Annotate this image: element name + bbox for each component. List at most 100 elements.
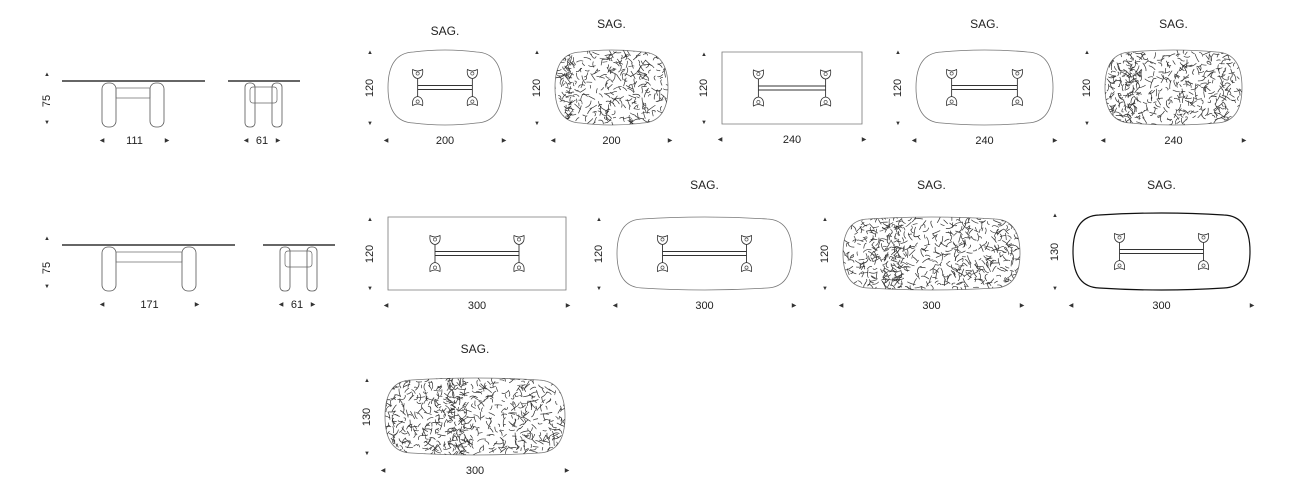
- leg-foot: [513, 262, 525, 273]
- foot-bolt: [756, 100, 761, 104]
- dim-arrow-left: ◀: [838, 303, 844, 309]
- foot-bolt: [744, 265, 749, 270]
- dim-arrow-left: ◀: [243, 138, 249, 144]
- foot-bolt: [1201, 263, 1206, 268]
- foot-bolt: [823, 72, 828, 76]
- dim-arrow-right: ▶: [667, 138, 673, 144]
- tabletop-outline: [1104, 49, 1243, 126]
- dim-arrow-left: ◀: [550, 138, 556, 144]
- height-dimension: 75: [41, 261, 53, 275]
- dim-arrow-right: ▶: [310, 302, 316, 308]
- foot-bolt: [517, 265, 521, 270]
- foot-bolt: [756, 72, 761, 76]
- dim-arrow-up: ▲: [534, 50, 540, 56]
- dim-arrow-left: ◀: [1100, 138, 1106, 144]
- dim-arrow-left: ◀: [1068, 303, 1074, 309]
- dim-arrow-left: ◀: [278, 302, 284, 308]
- stretcher-side: [284, 250, 313, 268]
- table-plan-shaped-dark: [1072, 212, 1251, 291]
- table-plan-shaped-marble: [1104, 49, 1243, 126]
- table-plan-shaped-marble: [554, 49, 669, 126]
- shaped-label: SAG.: [460, 342, 490, 356]
- table-plan-rectangular-plain: [387, 216, 567, 291]
- dim-arrow-down: ▼: [44, 120, 50, 126]
- length-dimension: 200: [602, 135, 621, 147]
- foot-bolt: [470, 99, 475, 104]
- depth-dimension: 120: [364, 78, 376, 97]
- dim-arrow-down: ▼: [822, 286, 828, 292]
- foot-bolt: [415, 71, 420, 76]
- leg-foot: [1113, 232, 1126, 243]
- dim-arrow-down: ▼: [534, 121, 540, 127]
- foot-bolt: [660, 237, 665, 242]
- table-plan-shaped-plain: [616, 216, 793, 291]
- dim-arrow-right: ▶: [564, 468, 570, 474]
- foot-bolt: [415, 99, 420, 104]
- leg-foot: [656, 262, 669, 273]
- dim-arrow-up: ▲: [364, 378, 370, 384]
- foot-bolt: [433, 237, 437, 242]
- length-dimension: 171: [140, 299, 159, 311]
- leg-foot: [752, 96, 764, 107]
- foot-bolt: [517, 237, 521, 242]
- foot-bolt: [1117, 263, 1122, 268]
- depth-dimension: 120: [593, 244, 605, 263]
- table-plan-shaped-plain: [915, 49, 1054, 126]
- leg-foot: [1197, 232, 1210, 243]
- shaped-label: SAG.: [1159, 17, 1188, 31]
- dim-arrow-right: ▶: [194, 302, 200, 308]
- stretcher-beam: [115, 251, 183, 263]
- leg-foot: [466, 96, 478, 107]
- dim-arrow-down: ▼: [1084, 121, 1090, 127]
- length-dimension: 200: [435, 135, 455, 147]
- foot-bolt: [470, 71, 475, 76]
- foot-bolt: [1015, 71, 1020, 76]
- tabletop-outline: [616, 216, 793, 291]
- depth-dimension: 120: [698, 78, 710, 98]
- dim-arrow-up: ▲: [1084, 50, 1090, 56]
- dim-arrow-up: ▲: [44, 72, 50, 78]
- length-dimension: 300: [695, 300, 714, 312]
- shaped-label: SAG.: [1147, 178, 1176, 192]
- dim-arrow-left: ◀: [99, 302, 105, 308]
- tabletop-outline: [384, 377, 566, 456]
- dim-arrow-right: ▶: [791, 303, 797, 309]
- dim-arrow-up: ▲: [44, 236, 50, 242]
- shaped-label: SAG.: [917, 178, 946, 192]
- width-dimension: 61: [290, 299, 304, 311]
- length-dimension: 300: [465, 465, 485, 477]
- leg-foot: [513, 234, 525, 245]
- dim-arrow-up: ▲: [822, 217, 828, 223]
- dim-arrow-down: ▼: [364, 451, 370, 457]
- dim-arrow-down: ▼: [895, 121, 901, 127]
- shaped-label: SAG.: [597, 17, 626, 31]
- leg-foot: [820, 96, 832, 107]
- dim-arrow-right: ▶: [1241, 138, 1247, 144]
- length-dimension: 300: [922, 300, 941, 312]
- table-plan-rectangular-plain: [721, 51, 863, 125]
- leg-side: [244, 82, 256, 128]
- leg-side: [279, 246, 291, 292]
- shaped-label: SAG.: [430, 24, 460, 38]
- table-base: [429, 234, 525, 273]
- tabletop-outline: [721, 51, 863, 125]
- leg-foot: [1197, 260, 1210, 271]
- leg-foot: [429, 262, 441, 273]
- length-dimension: 111: [126, 135, 143, 147]
- dim-arrow-up: ▲: [367, 217, 373, 223]
- leg: [101, 82, 117, 128]
- leg: [149, 82, 165, 128]
- dim-arrow-right: ▶: [861, 137, 867, 143]
- leg-foot: [466, 68, 478, 79]
- shaped-label: SAG.: [970, 17, 999, 31]
- table-base: [656, 234, 753, 273]
- depth-dimension: 130: [1049, 242, 1061, 261]
- table-base: [946, 68, 1023, 107]
- dim-arrow-down: ▼: [44, 284, 50, 290]
- leg: [181, 246, 197, 292]
- shaped-label: SAG.: [690, 178, 719, 192]
- dim-arrow-left: ◀: [99, 138, 105, 144]
- dim-arrow-left: ◀: [717, 137, 723, 143]
